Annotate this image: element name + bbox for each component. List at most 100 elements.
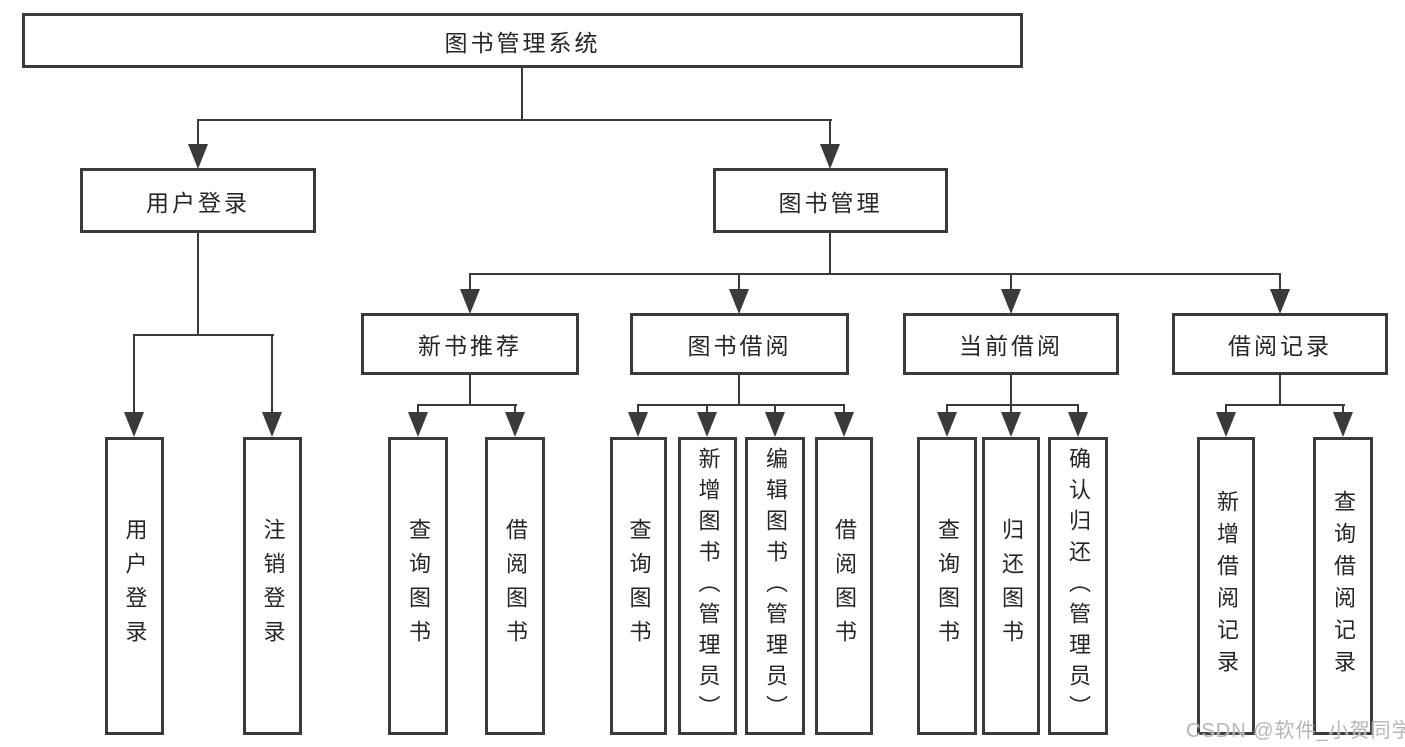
leaf-current-return-books-label: 归还图书	[999, 518, 1024, 654]
leaf-recommend-query-books: 查询图书	[388, 437, 448, 735]
arrow-to-current-query	[937, 404, 957, 437]
arrow-shaft	[637, 404, 639, 412]
node-current-borrow-label: 当前借阅	[959, 333, 1063, 359]
connector-recommend-stem	[469, 375, 471, 406]
arrow-to-current-confirm	[1068, 404, 1088, 437]
arrowhead-icon	[820, 144, 840, 169]
arrow-to-user-login-leaf	[124, 334, 144, 437]
leaf-borrow-add-books: 新增图书（管理员）	[678, 437, 737, 735]
arrowhead-icon	[765, 412, 785, 437]
leaf-records-add-record: 新增借阅记录	[1197, 437, 1255, 735]
leaf-records-add-record-label: 新增借阅记录	[1214, 490, 1239, 682]
arrow-shaft	[738, 273, 740, 289]
node-new-book-recommend: 新书推荐	[361, 313, 579, 375]
connector-user-login-branch	[133, 334, 274, 336]
leaf-borrow-edit-books-label: 编辑图书（管理员）	[763, 446, 788, 726]
node-book-borrow: 图书借阅	[630, 313, 849, 375]
arrow-to-current-borrow	[1001, 273, 1021, 314]
connector-recommend-branch	[417, 404, 517, 406]
arrow-shaft	[469, 273, 471, 289]
leaf-borrow-borrow-books-label: 借阅图书	[832, 518, 857, 654]
connector-records-stem	[1279, 375, 1281, 406]
connector-level3-branch	[469, 273, 1281, 275]
leaf-current-query-books: 查询图书	[917, 437, 977, 735]
arrow-shaft	[1225, 404, 1227, 412]
node-user-login-label: 用户登录	[146, 189, 250, 216]
arrowhead-icon	[729, 289, 749, 314]
arrowhead-icon	[1068, 412, 1088, 437]
leaf-borrow-query-books: 查询图书	[610, 437, 667, 735]
watermark: CSDN @软件_小贺同学	[1186, 720, 1405, 742]
connector-level2-branch	[197, 119, 832, 121]
arrow-to-recommend-borrow	[505, 404, 525, 437]
leaf-recommend-borrow-books: 借阅图书	[485, 437, 545, 735]
arrow-to-recommend-query	[408, 404, 428, 437]
leaf-recommend-query-books-label: 查询图书	[406, 518, 431, 654]
arrow-shaft	[197, 119, 199, 144]
arrow-shaft	[1077, 404, 1079, 412]
arrowhead-icon	[834, 412, 854, 437]
connector-root-stem	[521, 68, 523, 120]
leaf-logout-label: 注销登录	[260, 518, 286, 654]
arrow-to-records-query	[1333, 404, 1353, 437]
arrow-shaft	[774, 404, 776, 412]
arrow-shaft	[271, 334, 273, 412]
node-new-book-recommend-label: 新书推荐	[418, 333, 522, 359]
arrowhead-icon	[262, 412, 282, 437]
arrowhead-icon	[628, 412, 648, 437]
arrow-to-borrow-query	[628, 404, 648, 437]
leaf-user-login-label: 用户登录	[122, 518, 148, 654]
connector-records-branch	[1225, 404, 1345, 406]
connector-current-branch	[946, 404, 1079, 406]
leaf-logout: 注销登录	[243, 437, 302, 735]
arrowhead-icon	[697, 412, 717, 437]
arrow-shaft	[706, 404, 708, 412]
connector-borrow-stem	[738, 375, 740, 406]
node-user-login: 用户登录	[80, 168, 316, 233]
node-book-management: 图书管理	[713, 168, 948, 233]
arrowhead-icon	[1001, 289, 1021, 314]
arrow-shaft	[1010, 273, 1012, 289]
arrow-shaft	[843, 404, 845, 412]
leaf-current-query-books-label: 查询图书	[935, 518, 960, 654]
leaf-current-confirm-return: 确认归还（管理员）	[1048, 437, 1108, 735]
arrowhead-icon	[1001, 412, 1021, 437]
arrowhead-icon	[124, 412, 144, 437]
connector-book-management-stem	[829, 233, 831, 275]
arrow-shaft	[133, 334, 135, 412]
arrow-shaft	[829, 119, 831, 144]
leaf-records-query-record-label: 查询借阅记录	[1331, 490, 1356, 682]
leaf-records-query-record: 查询借阅记录	[1313, 437, 1373, 735]
arrow-shaft	[514, 404, 516, 412]
node-borrow-records: 借阅记录	[1172, 313, 1388, 375]
arrow-to-borrow-records	[1270, 273, 1290, 314]
arrowhead-icon	[505, 412, 525, 437]
leaf-borrow-borrow-books: 借阅图书	[815, 437, 873, 735]
arrow-to-borrow-edit	[765, 404, 785, 437]
leaf-current-return-books: 归还图书	[982, 437, 1040, 735]
node-current-borrow: 当前借阅	[903, 313, 1119, 375]
arrow-to-new-book-recommend	[460, 273, 480, 314]
leaf-recommend-borrow-books-label: 借阅图书	[503, 518, 528, 654]
leaf-current-confirm-return-label: 确认归还（管理员）	[1066, 446, 1091, 726]
arrowhead-icon	[937, 412, 957, 437]
leaf-borrow-add-books-label: 新增图书（管理员）	[695, 446, 721, 726]
arrowhead-icon	[460, 289, 480, 314]
arrowhead-icon	[188, 144, 208, 169]
arrow-shaft	[417, 404, 419, 412]
connector-current-stem	[1010, 375, 1012, 406]
node-book-borrow-label: 图书借阅	[687, 333, 792, 359]
node-root-label: 图书管理系统	[444, 29, 601, 56]
arrow-shaft	[1279, 273, 1281, 289]
arrow-to-book-borrow	[729, 273, 749, 314]
arrow-shaft	[946, 404, 948, 412]
leaf-borrow-query-books-label: 查询图书	[626, 518, 652, 654]
node-borrow-records-label: 借阅记录	[1228, 333, 1332, 359]
arrow-to-book-management	[820, 119, 840, 169]
arrow-shaft	[1010, 404, 1012, 412]
arrow-shaft	[1342, 404, 1344, 412]
leaf-user-login: 用户登录	[105, 437, 164, 735]
arrowhead-icon	[1333, 412, 1353, 437]
arrowhead-icon	[1270, 289, 1290, 314]
